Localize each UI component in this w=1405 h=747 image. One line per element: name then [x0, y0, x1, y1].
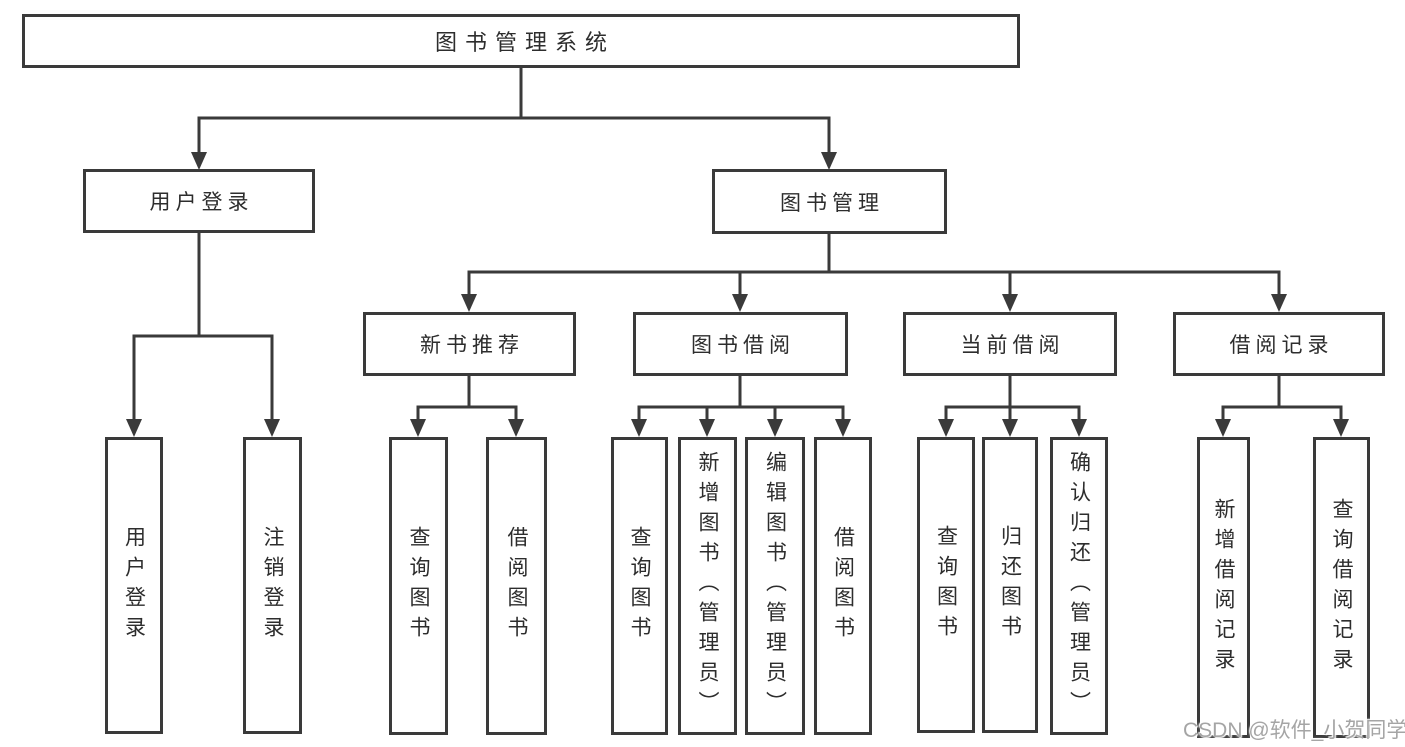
leaf-borrow-add-book-admin: 新增图书（管理员） — [678, 437, 737, 735]
csdn-watermark: CSDN @软件_小贺同学 — [1183, 719, 1405, 742]
leaf-current-confirm-return-admin: 确认归还（管理员） — [1050, 437, 1108, 735]
leaf-current-query-book: 查询图书 — [917, 437, 975, 733]
node-current-borrow: 当前借阅 — [903, 312, 1117, 376]
leaf-logout: 注销登录 — [243, 437, 302, 734]
node-root: 图书管理系统 — [22, 14, 1020, 68]
node-book-borrow: 图书借阅 — [633, 312, 848, 376]
leaf-current-return-book: 归还图书 — [982, 437, 1038, 733]
leaf-user-login: 用户登录 — [105, 437, 163, 734]
node-user-login: 用户登录 — [83, 169, 315, 233]
node-new-book-recommend: 新书推荐 — [363, 312, 576, 376]
node-borrow-records: 借阅记录 — [1173, 312, 1385, 376]
leaf-records-add-record: 新增借阅记录 — [1197, 437, 1250, 738]
arrowhead-icons — [126, 152, 1349, 437]
leaf-records-query-record: 查询借阅记录 — [1313, 437, 1370, 738]
leaf-recommend-query-book: 查询图书 — [389, 437, 448, 735]
node-book-management: 图书管理 — [712, 169, 947, 234]
leaf-recommend-borrow-book: 借阅图书 — [486, 437, 547, 735]
leaf-borrow-borrow-book: 借阅图书 — [814, 437, 872, 735]
leaf-borrow-query-book: 查询图书 — [611, 437, 668, 735]
leaf-borrow-edit-book-admin: 编辑图书（管理员） — [745, 437, 805, 735]
